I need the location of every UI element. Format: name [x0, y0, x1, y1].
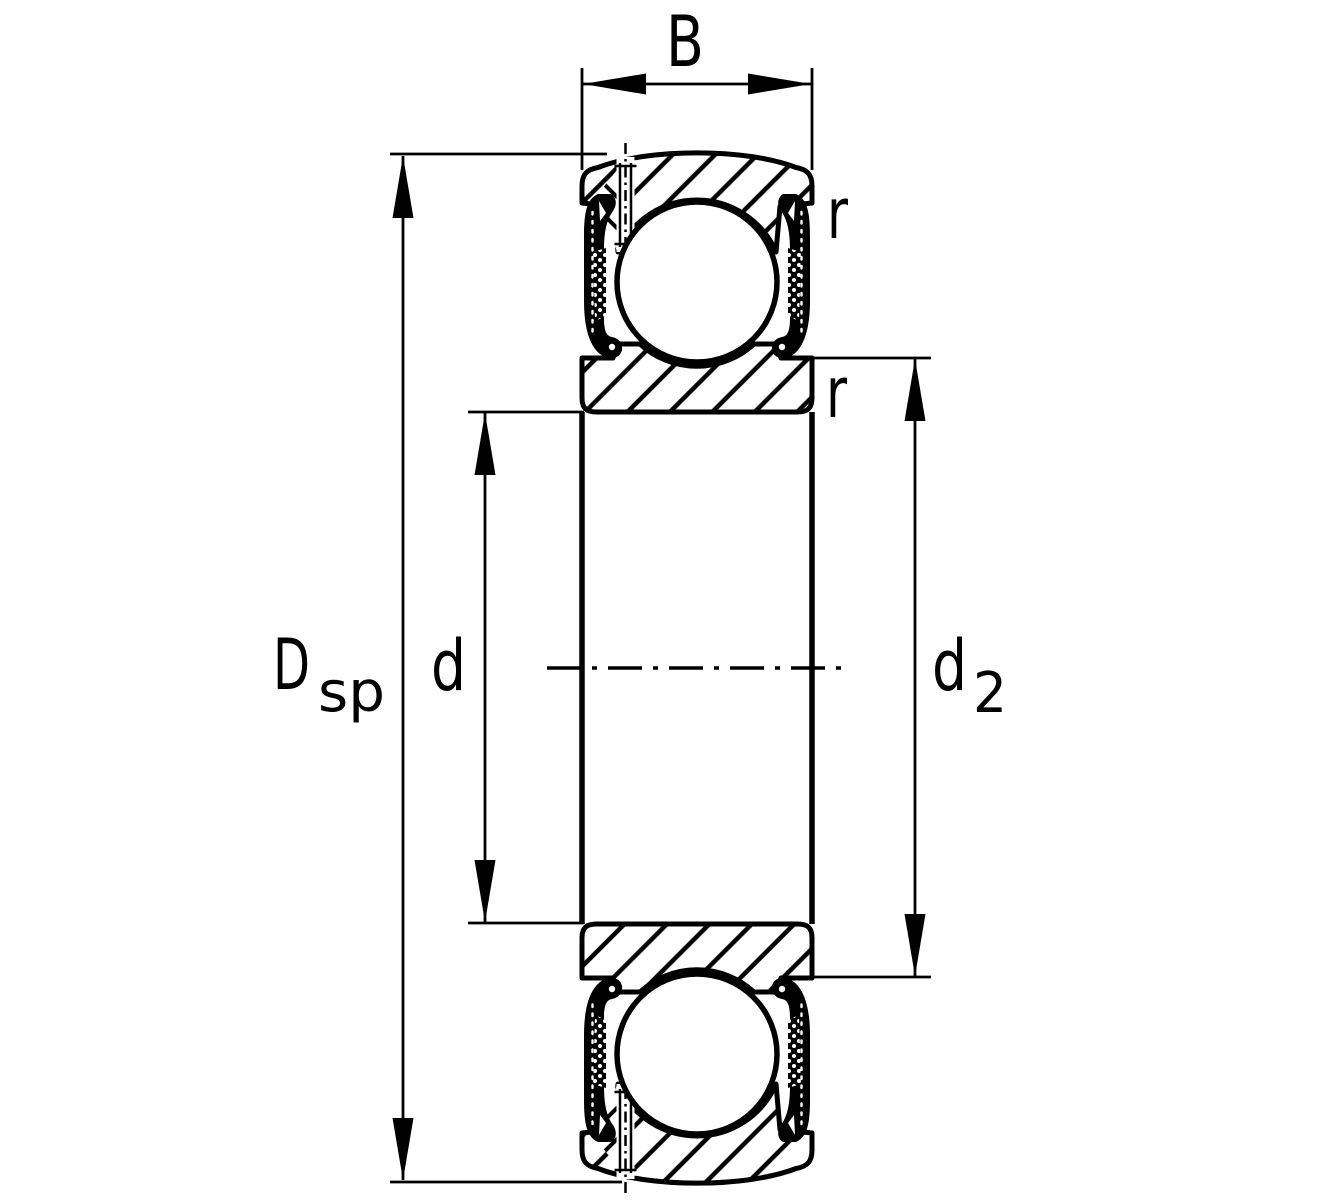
label-d2-sub: 2 — [973, 661, 1007, 726]
label-Dsp-main: D — [273, 624, 310, 706]
arrow-up — [474, 413, 496, 475]
arrow-up — [392, 156, 414, 218]
label-d: d — [431, 625, 466, 707]
dimension-d: d — [431, 410, 584, 925]
label-r-outer: r — [827, 173, 848, 255]
top-section-rings — [579, 150, 815, 415]
label-Dsp-sub: sp — [318, 660, 385, 725]
arrow-left — [583, 73, 646, 95]
radius-labels: r r — [826, 173, 848, 434]
arrow-right — [748, 73, 811, 95]
arrow-up — [904, 359, 926, 421]
label-d2-main: d — [932, 625, 967, 707]
label-B: B — [666, 1, 704, 83]
dimension-d2: d 2 — [812, 356, 1007, 979]
dimension-B: B — [580, 1, 814, 170]
arrow-down — [904, 914, 926, 976]
arrow-down — [392, 1118, 414, 1180]
dimension-Dsp: D sp — [273, 152, 622, 1184]
bottom-section-rings — [579, 921, 815, 1186]
label-r-inner: r — [826, 352, 847, 434]
arrow-down — [474, 860, 496, 922]
